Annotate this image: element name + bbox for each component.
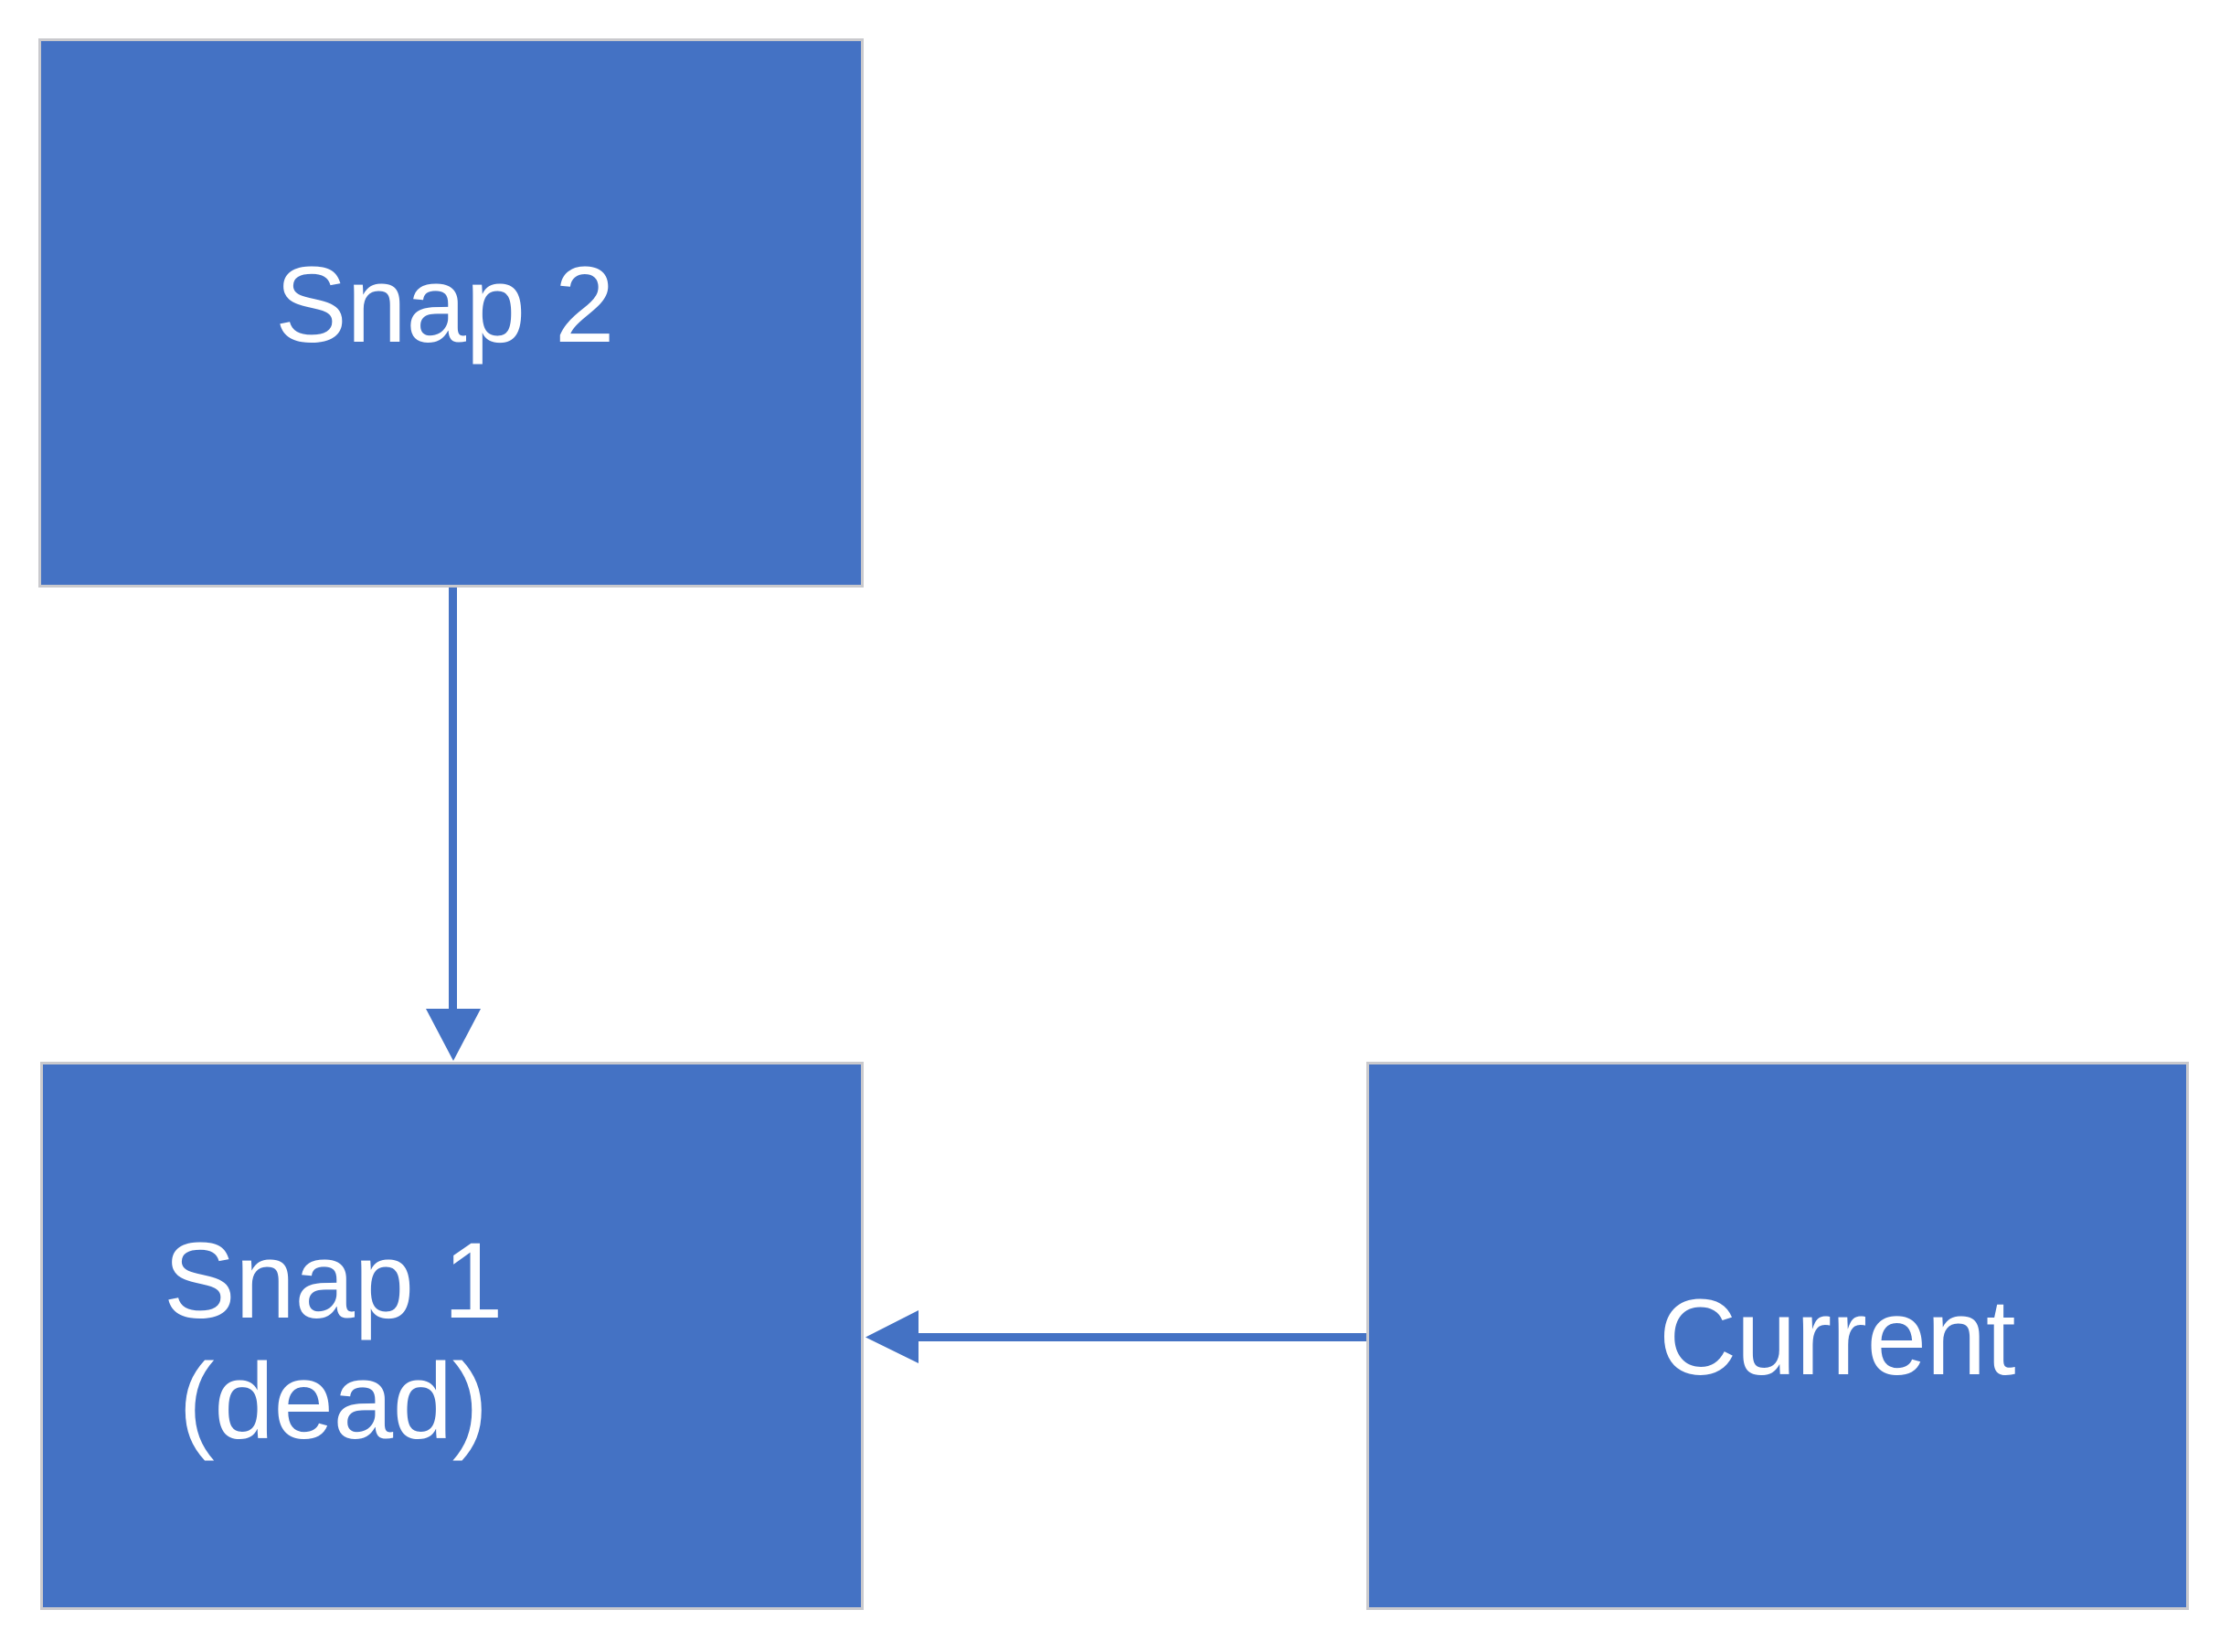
edge-current-to-snap1-arrowhead bbox=[865, 1310, 919, 1363]
edge-snap2-to-snap1 bbox=[426, 588, 481, 1061]
node-snap1[interactable]: Snap 1 (dead) bbox=[40, 1062, 864, 1610]
edge-snap2-to-snap1-arrowhead bbox=[426, 1009, 481, 1061]
node-snap2[interactable]: Snap 2 bbox=[38, 38, 864, 588]
node-current[interactable]: Current bbox=[1366, 1062, 2189, 1610]
node-current-label: Current bbox=[1659, 1276, 2015, 1398]
node-snap2-label: Snap 2 bbox=[275, 245, 615, 366]
node-snap1-label: Snap 1 (dead) bbox=[164, 1220, 504, 1462]
edge-current-to-snap1 bbox=[865, 1310, 1366, 1363]
